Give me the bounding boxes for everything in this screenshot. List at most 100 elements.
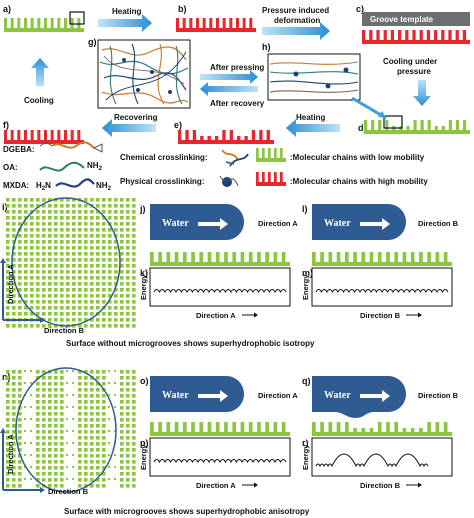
selection-box-a [69, 11, 85, 25]
micro-pillar [66, 210, 70, 214]
micro-pillar [90, 198, 94, 202]
micro-pillar [120, 484, 124, 488]
pillar [224, 422, 228, 432]
micro-pillar [126, 306, 130, 310]
micro-pillar [18, 442, 22, 446]
micro-pillar [42, 448, 46, 452]
micro-pillar [54, 318, 58, 322]
pillar [232, 422, 237, 432]
micro-pillar [42, 460, 46, 464]
pillar [455, 120, 460, 130]
micro-pillar [18, 424, 22, 428]
micro-pillar [96, 442, 100, 446]
groove-dot [66, 442, 68, 444]
micro-pillar [60, 264, 64, 268]
pillar [222, 18, 226, 28]
micro-pillar [48, 406, 52, 410]
micro-pillar [84, 430, 88, 434]
water-label-j: Water [162, 218, 189, 229]
micro-pillar [42, 472, 46, 476]
legend-mxda-label: MXDA: [3, 181, 29, 190]
micro-pillar [126, 210, 130, 214]
pillar [24, 18, 27, 28]
micro-pillar [60, 204, 64, 208]
water-droplet-o [150, 376, 244, 412]
micro-pillar [48, 264, 52, 268]
micro-pillar [36, 400, 40, 404]
energy-label-r: Energy [301, 444, 310, 470]
groove-dot [24, 454, 26, 456]
energy-curve-m [315, 289, 449, 294]
micro-pillar [90, 306, 94, 310]
micro-pillar [84, 270, 88, 274]
micro-pillar [120, 198, 124, 202]
micro-pillar [54, 210, 58, 214]
micro-pillar [6, 306, 10, 310]
micro-pillar [108, 234, 112, 238]
micro-pillar [54, 288, 58, 292]
label-cooling: Cooling [24, 96, 54, 105]
micro-pillar [48, 306, 52, 310]
micro-pillar [60, 406, 64, 410]
micro-pillar [78, 288, 82, 292]
micro-pillar [72, 240, 76, 244]
micro-pillar [120, 382, 124, 386]
micro-pillar [120, 412, 124, 416]
micro-pillar [120, 258, 124, 262]
micro-pillar [54, 472, 58, 476]
micro-pillar [108, 306, 112, 310]
micro-pillar [84, 258, 88, 262]
legend-low-mobility-label: :Molecular chains with low mobility [290, 153, 425, 162]
axis-arrow-head-a-n [0, 428, 6, 433]
pillar [369, 252, 374, 262]
micro-pillar [96, 240, 100, 244]
surface-e-red-grooved [178, 130, 274, 144]
pillar [44, 18, 47, 28]
pillar [257, 252, 261, 262]
micro-pillar [36, 406, 40, 410]
substrate [4, 140, 84, 144]
micro-pillar [36, 246, 40, 250]
micro-pillar [114, 306, 118, 310]
groove-dot [72, 394, 74, 396]
micro-pillar [30, 276, 34, 280]
water-droplet-l [312, 204, 406, 240]
pillar [176, 18, 179, 28]
micro-pillar [114, 294, 118, 298]
micro-pillar [36, 306, 40, 310]
micro-pillar [18, 276, 22, 280]
pillar [30, 18, 34, 28]
micro-pillar [48, 282, 52, 286]
legend-low-mobility-pillars [256, 148, 286, 162]
direction-b-bottom-label-n: Direction B [48, 487, 89, 496]
micro-pillar [78, 412, 82, 416]
pillar [435, 422, 440, 432]
micro-pillar [30, 240, 34, 244]
micro-pillar [6, 472, 10, 476]
micro-pillar [84, 454, 88, 458]
micro-pillar [42, 300, 46, 304]
panel-h-stretched-chains [269, 61, 359, 93]
micro-pillar [126, 216, 130, 220]
flattened-pillar [237, 136, 241, 140]
micro-pillar [6, 300, 10, 304]
pillar [240, 422, 245, 432]
pillar [427, 120, 431, 130]
micro-pillar [132, 424, 136, 428]
micro-pillar [102, 442, 106, 446]
micro-pillar [12, 282, 16, 286]
micro-pillar [12, 472, 16, 476]
micro-pillar [126, 418, 130, 422]
pillar [385, 120, 389, 130]
micro-pillar [6, 382, 10, 386]
micro-pillar [90, 484, 94, 488]
micro-pillar [102, 370, 106, 374]
micro-pillar [96, 300, 100, 304]
panel-label-l: l) [302, 204, 308, 214]
micro-pillar [78, 210, 82, 214]
micro-pillar [42, 258, 46, 262]
micro-pillar [132, 376, 136, 380]
micro-pillar [78, 442, 82, 446]
micro-pillar [48, 228, 52, 232]
micro-pillar [120, 324, 124, 328]
